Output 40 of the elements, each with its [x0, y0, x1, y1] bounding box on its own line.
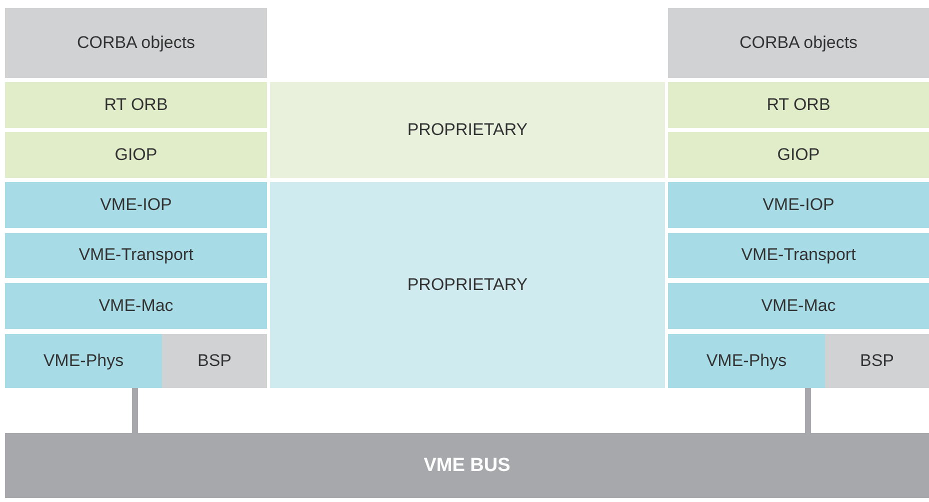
- layer-label: CORBA objects: [739, 32, 858, 54]
- layer-box: [668, 132, 929, 178]
- layer-box: [5, 283, 267, 329]
- connector-line: [132, 388, 138, 433]
- layer-box: [668, 82, 929, 128]
- layer-box: [5, 132, 267, 178]
- layer-label: VME-Phys: [43, 350, 124, 372]
- layer-box: [668, 233, 929, 278]
- layer-box: [5, 334, 162, 388]
- layer-label: BSP: [860, 350, 894, 372]
- layer-box: [668, 334, 825, 388]
- layer-label: VME-Mac: [761, 294, 836, 317]
- layer-box: [5, 8, 267, 78]
- layer-label: VME-IOP: [100, 194, 172, 216]
- layer-label: VME-IOP: [762, 194, 834, 216]
- bus-label: VME BUS: [424, 454, 510, 478]
- bus-bar: [5, 433, 929, 498]
- layer-box: [825, 334, 929, 388]
- layer-label: VME-Mac: [98, 294, 174, 317]
- layer-box: [270, 182, 665, 388]
- layer-label: PROPRIETARY: [407, 118, 528, 141]
- layer-label: CORBA objects: [76, 32, 196, 54]
- layer-box: [668, 283, 929, 329]
- layer-label: RT ORB: [766, 94, 830, 116]
- layer-box: [5, 82, 267, 128]
- layer-box: [668, 182, 929, 228]
- layer-label: PROPRIETARY: [407, 274, 528, 296]
- layer-label: BSP: [197, 350, 232, 372]
- layer-box: [5, 182, 267, 228]
- layer-label: RT ORB: [104, 94, 168, 116]
- layer-label: GIOP: [114, 144, 158, 166]
- connector-line: [805, 388, 811, 433]
- layer-box: [162, 334, 267, 388]
- layer-label: VME-Phys: [706, 350, 787, 372]
- layer-box: [5, 233, 267, 278]
- layer-box: [270, 82, 665, 178]
- layer-box: [668, 8, 929, 78]
- layer-label: VME-Transport: [78, 244, 194, 266]
- layer-label: GIOP: [777, 144, 820, 166]
- layer-label: VME-Transport: [741, 244, 856, 266]
